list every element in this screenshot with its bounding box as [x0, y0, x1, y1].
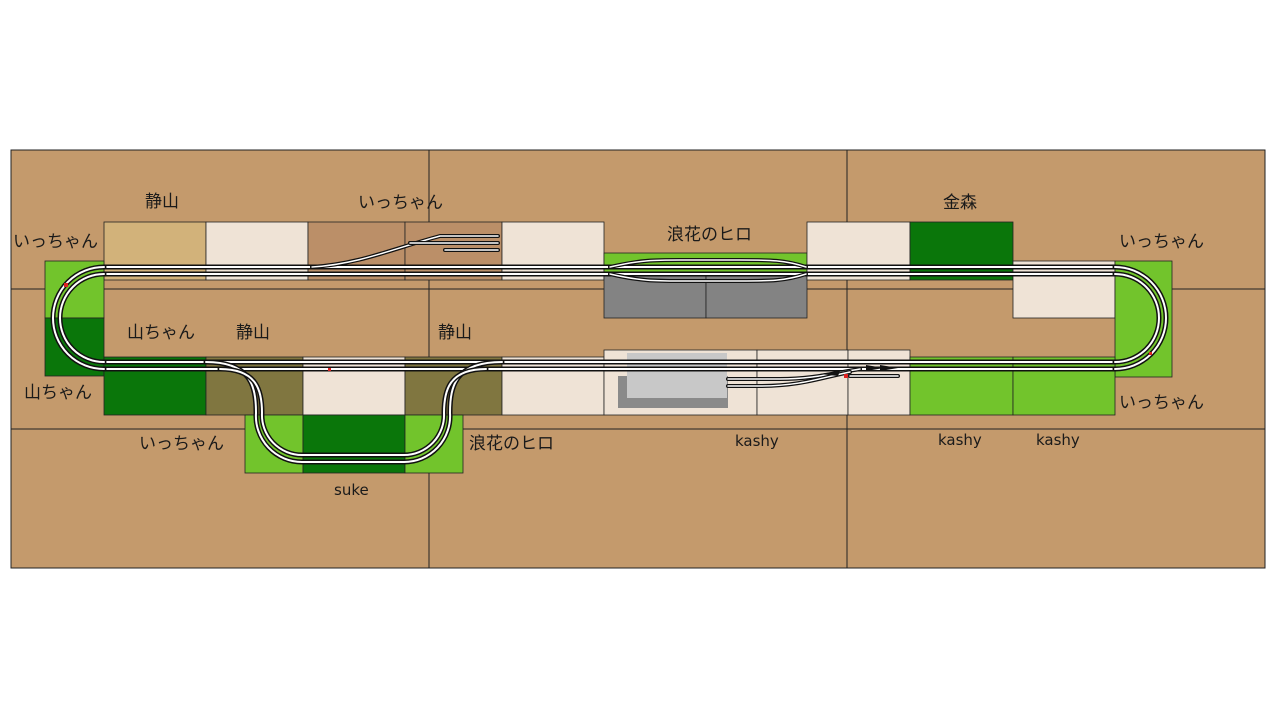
- track-loop-right-inner: [1114, 273, 1160, 363]
- module-cream: [501, 221, 605, 281]
- module-dark-green: [103, 356, 207, 416]
- label-kashy-2: kashy: [938, 431, 982, 449]
- signal-marker: [844, 374, 848, 378]
- module-tan: [103, 221, 207, 281]
- label-kanamori: 金森: [943, 193, 977, 213]
- label-icchan-right-top: いっちゃん: [1119, 232, 1204, 252]
- track-siding: [311, 235, 499, 268]
- label-yamachan-inner: 山ちゃん: [127, 323, 195, 343]
- label-icchan-bottom-left: いっちゃん: [139, 434, 224, 454]
- track-loop-lower-inner: [219, 368, 487, 457]
- label-kashy-1: kashy: [735, 432, 779, 450]
- label-kashy-3: kashy: [1036, 431, 1080, 449]
- signal-marker: [1149, 352, 1152, 355]
- track-passing-loop: [609, 273, 807, 282]
- label-icchan-left-top: いっちゃん: [13, 232, 98, 252]
- track-passing-loop: [609, 259, 807, 268]
- module-cream: [806, 221, 911, 281]
- label-shizuyama-top: 静山: [145, 192, 179, 212]
- label-icchan-top-mid: いっちゃん: [358, 193, 443, 213]
- label-icchan-right-bottom: いっちゃん: [1119, 393, 1204, 413]
- label-yamachan-left: 山ちゃん: [24, 383, 92, 403]
- label-shizuyama-mid-2: 静山: [438, 323, 472, 343]
- module-dark-green: [909, 221, 1014, 281]
- label-naniwa-bottom: 浪花のヒロ: [469, 434, 554, 454]
- signal-marker: [64, 283, 68, 287]
- track-loop-left: [52, 266, 105, 370]
- label-suke: suke: [334, 481, 369, 499]
- track-loop-left-inner: [59, 273, 105, 363]
- module-cream: [205, 221, 309, 281]
- module-light-green: [1012, 356, 1116, 416]
- module-cream: [302, 356, 406, 416]
- track-loop-lower: [205, 361, 503, 464]
- turnout-marker: [820, 371, 840, 376]
- module-cream: [501, 356, 605, 416]
- label-naniwa-top: 浪花のヒロ: [667, 225, 752, 245]
- track-loop-right: [1114, 266, 1167, 370]
- track-station-siding: [727, 371, 851, 387]
- turnout-marker: [880, 365, 898, 371]
- turnout-marker: [866, 365, 884, 371]
- module-light-green: [909, 356, 1014, 416]
- label-shizuyama-mid-1: 静山: [236, 323, 270, 343]
- module-cream: [1012, 260, 1116, 319]
- signal-marker: [328, 368, 331, 371]
